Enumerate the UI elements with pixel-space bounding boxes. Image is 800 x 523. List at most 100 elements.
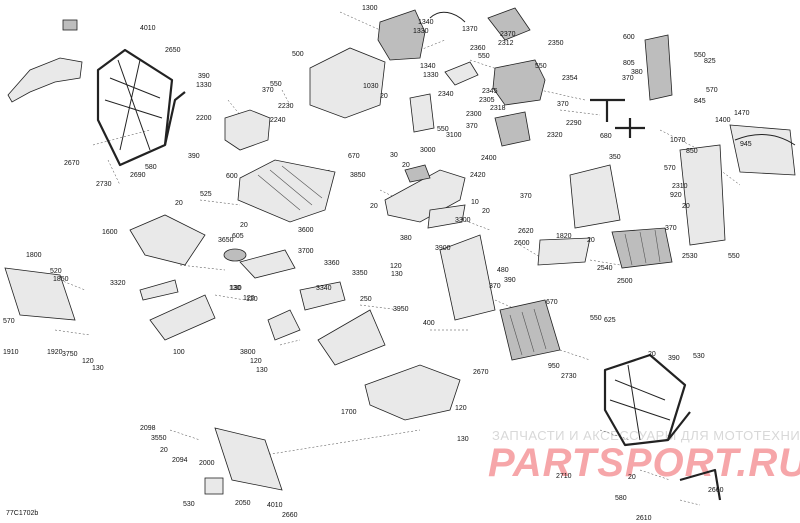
part-callout-label: 3300 xyxy=(455,217,471,224)
part-floor-pan xyxy=(364,364,461,421)
part-callout-label: 605 xyxy=(232,233,244,240)
part-front-bar xyxy=(7,57,83,103)
part-callout-label: 20 xyxy=(628,474,636,481)
part-callout-label: 2000 xyxy=(199,460,215,467)
part-callout-label: 3750 xyxy=(62,351,78,358)
part-callout-label: 370 xyxy=(466,123,478,130)
part-callout-label: 2290 xyxy=(566,120,582,127)
part-callout-label: 3600 xyxy=(298,227,314,234)
part-cage-rear xyxy=(603,353,691,447)
part-callout-label: 2690 xyxy=(130,172,146,179)
diagram-code: 77C1702b xyxy=(6,510,38,517)
part-callout-label: 390 xyxy=(504,277,516,284)
part-callout-label: 1330 xyxy=(413,28,429,35)
part-callout-label: 500 xyxy=(292,51,304,58)
part-callout-label: 20 xyxy=(587,237,595,244)
part-callout-label: 100 xyxy=(173,349,185,356)
part-callout-label: 20 xyxy=(682,203,690,210)
part-callout-label: 1470 xyxy=(734,110,750,117)
part-callout-label: 2660 xyxy=(708,487,724,494)
part-callout-label: 550 xyxy=(535,63,547,70)
part-callout-label: 3320 xyxy=(110,280,126,287)
part-rear-cover xyxy=(729,124,796,176)
part-callout-label: 2610 xyxy=(636,515,652,522)
part-callout-label: 3850 xyxy=(350,172,366,179)
part-callout-label: 945 xyxy=(740,141,752,148)
part-callout-label: 530 xyxy=(693,353,705,360)
part-callout-label: 120 xyxy=(82,358,94,365)
part-callout-label: 2670 xyxy=(64,160,80,167)
part-callout-label: 20 xyxy=(240,222,248,229)
part-callout-label: 1820 xyxy=(556,233,572,240)
part-callout-label: 2420 xyxy=(470,172,486,179)
part-small-panel xyxy=(444,61,479,86)
part-callout-label: 370 xyxy=(557,101,569,108)
part-callout-label: 2312 xyxy=(498,40,514,47)
part-callout-label: 950 xyxy=(548,363,560,370)
part-callout-label: 570 xyxy=(706,87,718,94)
part-callout-label: 1340 xyxy=(420,63,436,70)
part-callout-label: 2345 xyxy=(482,88,498,95)
part-callout-label: 3350 xyxy=(352,270,368,277)
part-callout-label: 3700 xyxy=(298,248,314,255)
part-door-panel xyxy=(317,309,386,366)
part-callout-label: 550 xyxy=(437,126,449,133)
part-callout-label: 20 xyxy=(380,93,388,100)
part-callout-label: 1330 xyxy=(423,72,439,79)
part-callout-label: 370 xyxy=(489,283,501,290)
part-callout-label: 2340 xyxy=(438,91,454,98)
part-callout-label: 1920 xyxy=(47,349,63,356)
part-strip xyxy=(427,204,466,229)
part-bracket xyxy=(377,9,426,61)
part-callout-label: 525 xyxy=(200,191,212,198)
part-callout-label: 2370 xyxy=(500,31,516,38)
part-handle-2 xyxy=(615,118,645,138)
part-floor-strip xyxy=(537,237,591,266)
part-rear-grille xyxy=(4,267,76,321)
part-callout-label: 2200 xyxy=(196,115,212,122)
part-callout-label: 2540 xyxy=(597,265,613,272)
part-callout-label: 920 xyxy=(670,192,682,199)
part-storage-tub xyxy=(237,159,336,223)
part-rear-panel xyxy=(569,164,621,229)
part-callout-label: 1600 xyxy=(102,229,118,236)
part-center-console xyxy=(384,169,466,223)
part-callout-label: 3100 xyxy=(446,132,462,139)
part-callout-label: 130 xyxy=(229,285,241,292)
part-callout-label: 550 xyxy=(270,81,282,88)
watermark-brand: PARTSPORT.RU xyxy=(488,441,800,485)
part-cage-front xyxy=(96,48,186,167)
watermark-text: ЗАПЧАСТИ И АКСЕССУАРЫ ДЛЯ МОТОТЕХНИКИ xyxy=(492,428,800,443)
part-bracket-panel xyxy=(299,281,346,311)
part-callout-label: 550 xyxy=(694,52,706,59)
part-callout-label: 850 xyxy=(686,148,698,155)
part-callout-label: 2318 xyxy=(490,105,506,112)
part-callout-label: 2230 xyxy=(278,103,294,110)
part-callout-label: 2730 xyxy=(561,373,577,380)
part-callout-label: 130 xyxy=(256,367,268,374)
part-callout-label: 2360 xyxy=(470,45,486,52)
part-callout-label: 380 xyxy=(631,69,643,76)
part-callout-label: 530 xyxy=(183,501,195,508)
part-callout-label: 805 xyxy=(623,60,635,67)
part-trim xyxy=(139,279,179,301)
part-callout-label: 20 xyxy=(160,447,168,454)
part-callout-label: 250 xyxy=(360,296,372,303)
part-callout-label: 1030 xyxy=(363,83,379,90)
part-handle-1 xyxy=(590,98,625,122)
part-callout-label: 3650 xyxy=(218,237,234,244)
part-module xyxy=(644,34,673,101)
part-callout-label: 2400 xyxy=(481,155,497,162)
part-callout-label: 350 xyxy=(609,154,621,161)
part-callout-label: 20 xyxy=(482,208,490,215)
part-callout-label: 2650 xyxy=(165,47,181,54)
part-callout-label: 2670 xyxy=(473,369,489,376)
part-callout-label: 1340 xyxy=(418,19,434,26)
part-callout-label: 370 xyxy=(665,225,677,232)
part-callout-label: 400 xyxy=(423,320,435,327)
part-callout-label: 2354 xyxy=(562,75,578,82)
part-callout-label: 370 xyxy=(520,193,532,200)
part-firewall-panel xyxy=(439,234,496,321)
